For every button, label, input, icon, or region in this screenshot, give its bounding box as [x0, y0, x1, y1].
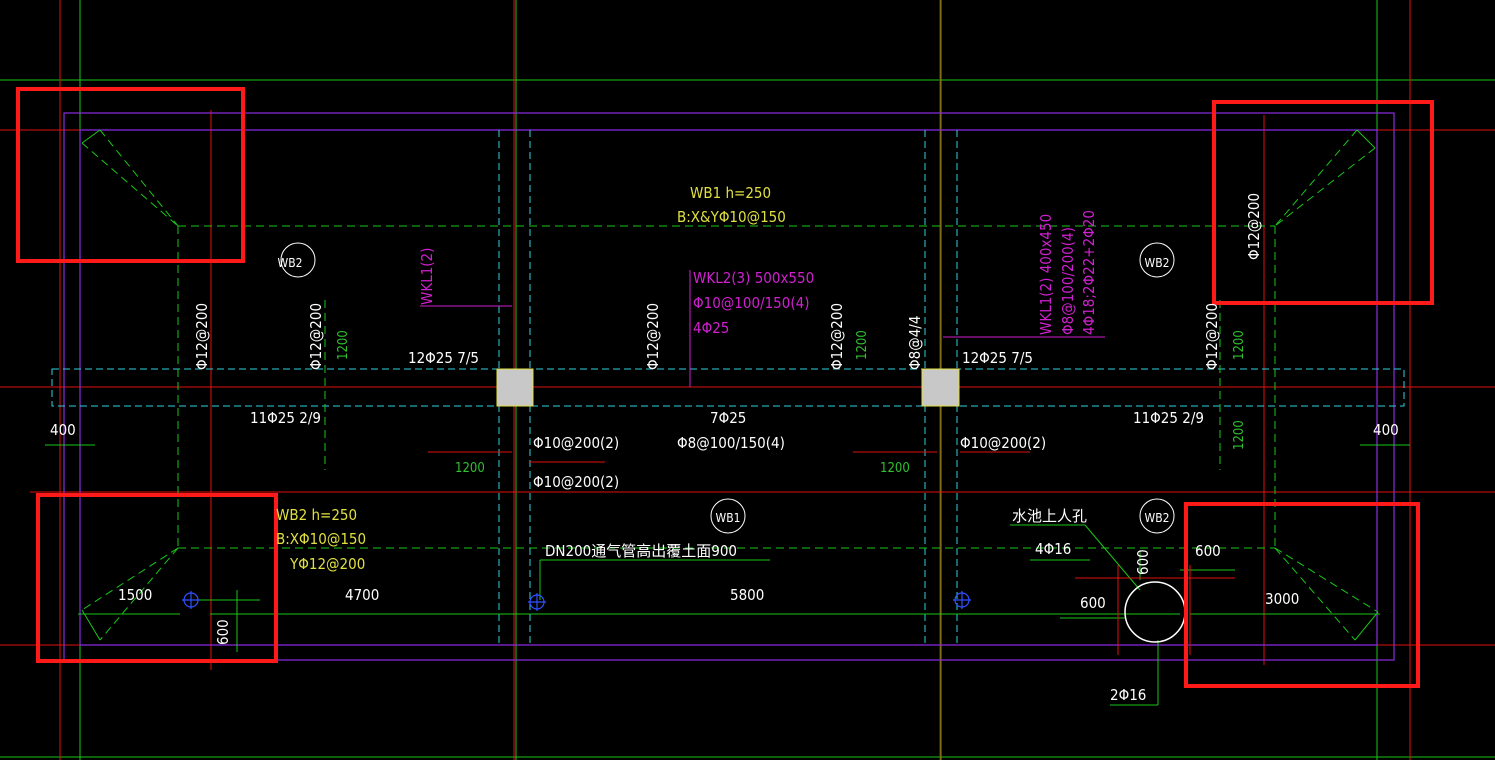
- tag-wb2-bottom-right: WB2: [1145, 511, 1170, 525]
- dim-400-left: 400: [50, 421, 76, 439]
- top-bars-left: 12Φ25 7/5: [408, 349, 479, 367]
- wkl2-spec: WKL2(3) 500x550: [693, 269, 814, 287]
- edge-dim-2500-top: 2500: [1492, 270, 1495, 298]
- dim-400-right: 400: [1373, 421, 1399, 439]
- wkl1-right-spec: WKL1(2) 400x450: [1037, 214, 1055, 335]
- column-right: [921, 368, 960, 407]
- dim-600-c: 600: [1080, 594, 1106, 612]
- slab-outline: [63, 112, 1395, 661]
- column-left: [496, 368, 534, 407]
- dim-5800: 5800: [730, 586, 764, 604]
- dim-4700: 4700: [345, 586, 379, 604]
- tag-wb1: WB1: [716, 511, 741, 525]
- phi12-label-5: Φ12@200: [1203, 303, 1221, 370]
- wb1-reinforcement: B:X&YΦ10@150: [677, 208, 786, 226]
- wb2-reinforcement-x: B:XΦ10@150: [276, 530, 366, 548]
- tag-wb2-top-right: WB2: [1145, 256, 1170, 270]
- phi10-left-1: Φ10@200(2): [533, 434, 619, 452]
- bottom-bars-right: 11Φ25 2/9: [1133, 409, 1204, 427]
- rebar-lines: [81, 129, 1379, 641]
- dim-3000: 3000: [1265, 590, 1299, 608]
- stirrups-mid: Φ8@100/150(4): [677, 434, 785, 452]
- dim-1200-d: 1200: [1232, 420, 1247, 450]
- highlight-box-bottom-right: [1184, 502, 1420, 688]
- wb2-title: WB2 h=250: [276, 506, 357, 524]
- wb2-reinforcement-y: YΦ12@200: [289, 555, 365, 573]
- highlight-box-top-left: [16, 87, 245, 263]
- wkl1-left-label: WKL1(2): [418, 248, 436, 305]
- bottom-bars-left: 11Φ25 2/9: [250, 409, 321, 427]
- phi12-label-4: Φ12@200: [828, 303, 846, 370]
- phi12-label-3: Φ12@200: [644, 303, 662, 370]
- dim-600-b: 600: [1195, 542, 1221, 560]
- manhole-bars-4phi16: 4Φ16: [1035, 540, 1071, 558]
- phi12-label-6: Φ12@200: [1245, 193, 1263, 260]
- corner-bars: [78, 129, 1380, 641]
- phi8-label: Φ8@4/4: [906, 316, 924, 370]
- grid-markers: [182, 591, 971, 611]
- dn200-note: DN200通气管高出覆土面900: [545, 542, 737, 560]
- slab-tag-circles: [280, 242, 1175, 534]
- leaders-green: [45, 444, 1410, 706]
- leaders-red: [428, 451, 1030, 463]
- wb1-title: WB1 h=250: [690, 184, 771, 202]
- manhole-bars-2phi16: 2Φ16: [1110, 686, 1146, 704]
- dim-1200-e: 1200: [455, 461, 485, 476]
- phi10-left-2: Φ10@200(2): [533, 473, 619, 491]
- edge-dim-2500-bottom: 2500: [1492, 520, 1495, 548]
- wkl1-right-bars: 4Φ18;2Φ22+2Φ20: [1080, 210, 1098, 335]
- wkl2-bars: 4Φ25: [693, 319, 729, 337]
- top-bars-right: 12Φ25 7/5: [962, 349, 1033, 367]
- phi12-label-2: Φ12@200: [307, 303, 325, 370]
- tag-wb2-top-left: WB2: [278, 256, 303, 270]
- dim-600-left: 600: [214, 619, 232, 645]
- highlight-box-top-right: [1212, 100, 1434, 305]
- dim-1500: 1500: [118, 586, 152, 604]
- highlight-box-bottom-left: [36, 493, 278, 663]
- phi10-right-1: Φ10@200(2): [960, 434, 1046, 452]
- phi12-label-1: Φ12@200: [193, 303, 211, 370]
- wkl2-stirrups: Φ10@100/150(4): [693, 294, 809, 312]
- wkl1-right-stirrups: Φ8@100/200(4): [1059, 227, 1077, 335]
- manhole-label: 水池上人孔: [1012, 507, 1087, 525]
- dim-600-a: 600: [1134, 549, 1152, 575]
- dim-1200-b: 1200: [855, 330, 870, 360]
- dim-1200-c: 1200: [1232, 330, 1247, 360]
- dim-1200-f: 1200: [880, 461, 910, 476]
- leaders-magenta: [420, 270, 1105, 387]
- bottom-bars-mid: 7Φ25: [710, 409, 746, 427]
- dim-1200-a: 1200: [336, 330, 351, 360]
- highlight-boxes: [16, 87, 1434, 688]
